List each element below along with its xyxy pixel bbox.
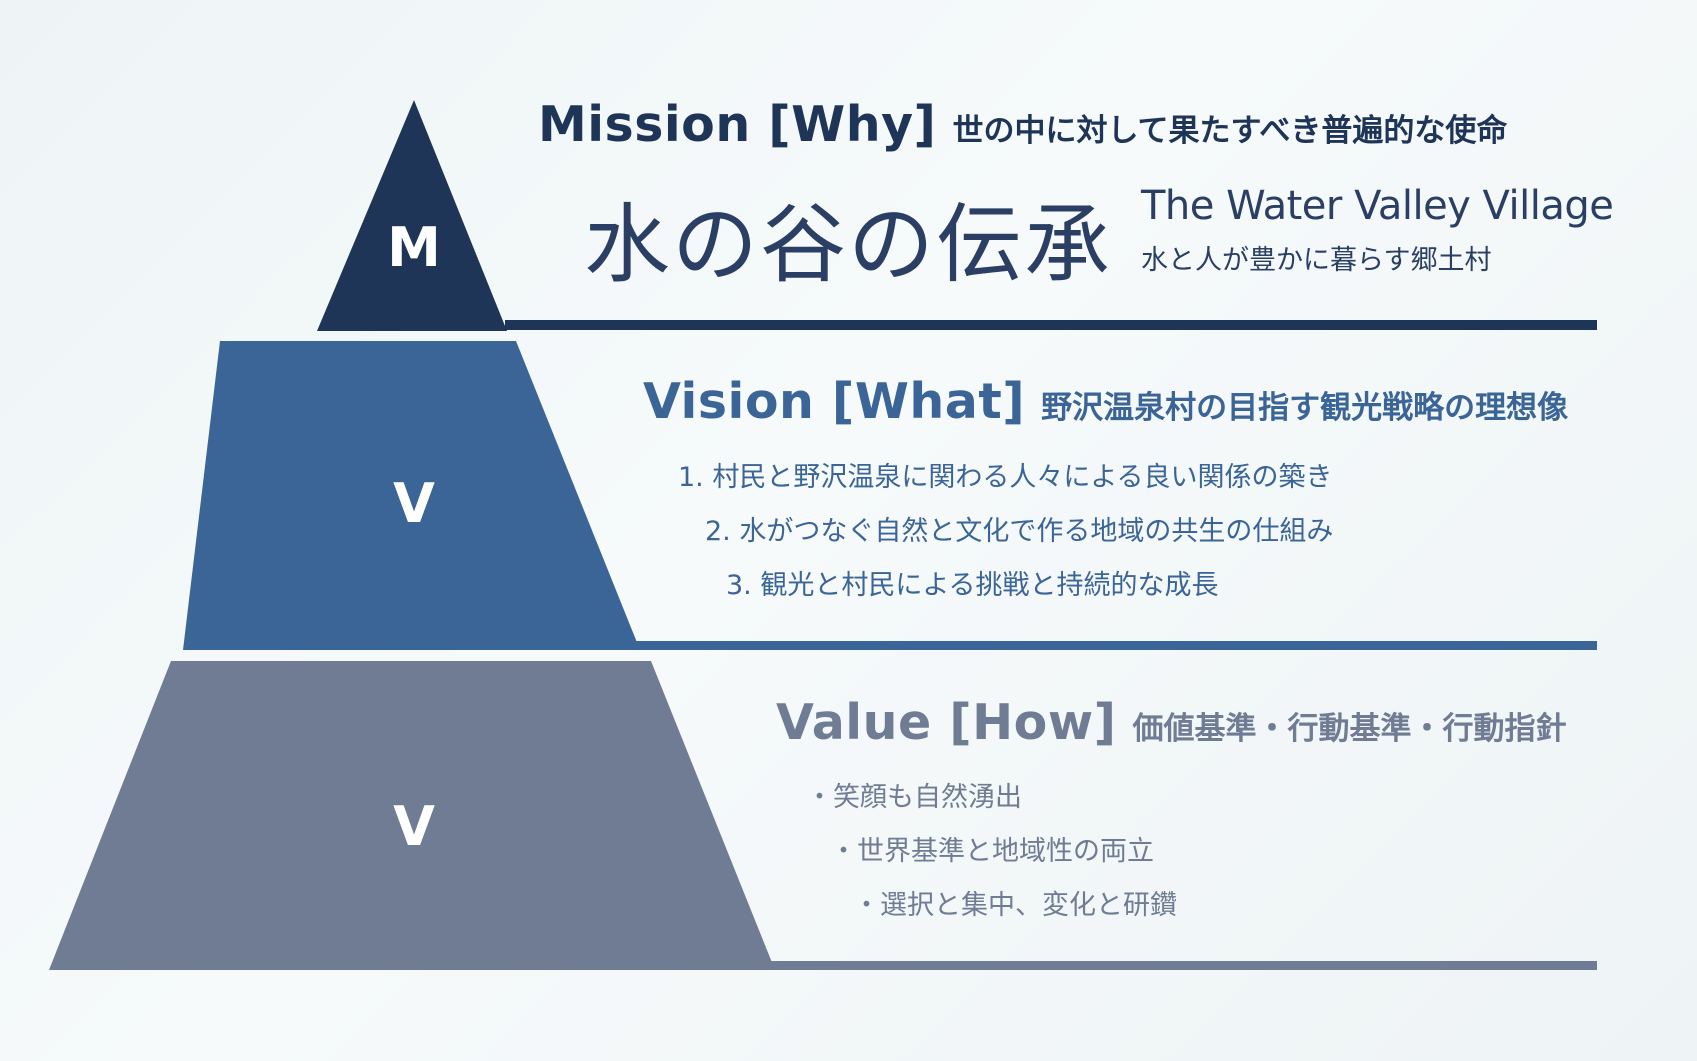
mission-tier: [317, 100, 507, 331]
mission-statement: 水の谷の伝承: [584, 195, 1112, 295]
mission-statement-en: The Water Valley Village: [1141, 183, 1614, 229]
value-tier: [49, 661, 775, 970]
vision-heading-jp: 野沢温泉村の目指す観光戦略の理想像: [1041, 390, 1569, 426]
value-tier-letter: V: [393, 795, 435, 858]
vision-heading: Vision [What] 野沢温泉村の目指す観光戦略の理想像: [643, 373, 1568, 430]
mission-heading: Mission [Why] 世の中に対して果たすべき普遍的な使命: [538, 96, 1507, 153]
vision-item: 3. 観光と村民による挑戦と持続的な成長: [726, 570, 1219, 601]
vision-item: 2. 水がつなぐ自然と文化で作る地域の共生の仕組み: [705, 516, 1334, 547]
mission-tier-letter: M: [387, 216, 441, 279]
value-item: ・笑顔も自然湧出: [806, 782, 1022, 813]
vision-tier: [183, 341, 640, 650]
value-heading: Value [How] 価値基準・行動基準・行動指針: [776, 694, 1567, 751]
vision-item: 1. 村民と野沢温泉に関わる人々による良い関係の築き: [678, 462, 1333, 493]
vision-heading-en: Vision [What]: [643, 373, 1026, 430]
value-heading-jp: 価値基準・行動基準・行動指針: [1132, 711, 1567, 747]
mission-underline: [505, 320, 1597, 330]
value-heading-en: Value [How]: [776, 694, 1117, 751]
mission-statement-sub: 水と人が豊かに暮らす郷土村: [1141, 245, 1492, 276]
vision-underline: [636, 641, 1597, 650]
value-item: ・世界基準と地域性の両立: [830, 836, 1154, 867]
mission-heading-en: Mission [Why]: [538, 96, 937, 153]
value-item: ・選択と集中、変化と研鑽: [853, 890, 1177, 921]
vision-tier-letter: V: [393, 472, 435, 535]
value-underline: [771, 961, 1597, 970]
mission-heading-jp: 世の中に対して果たすべき普遍的な使命: [952, 113, 1508, 149]
